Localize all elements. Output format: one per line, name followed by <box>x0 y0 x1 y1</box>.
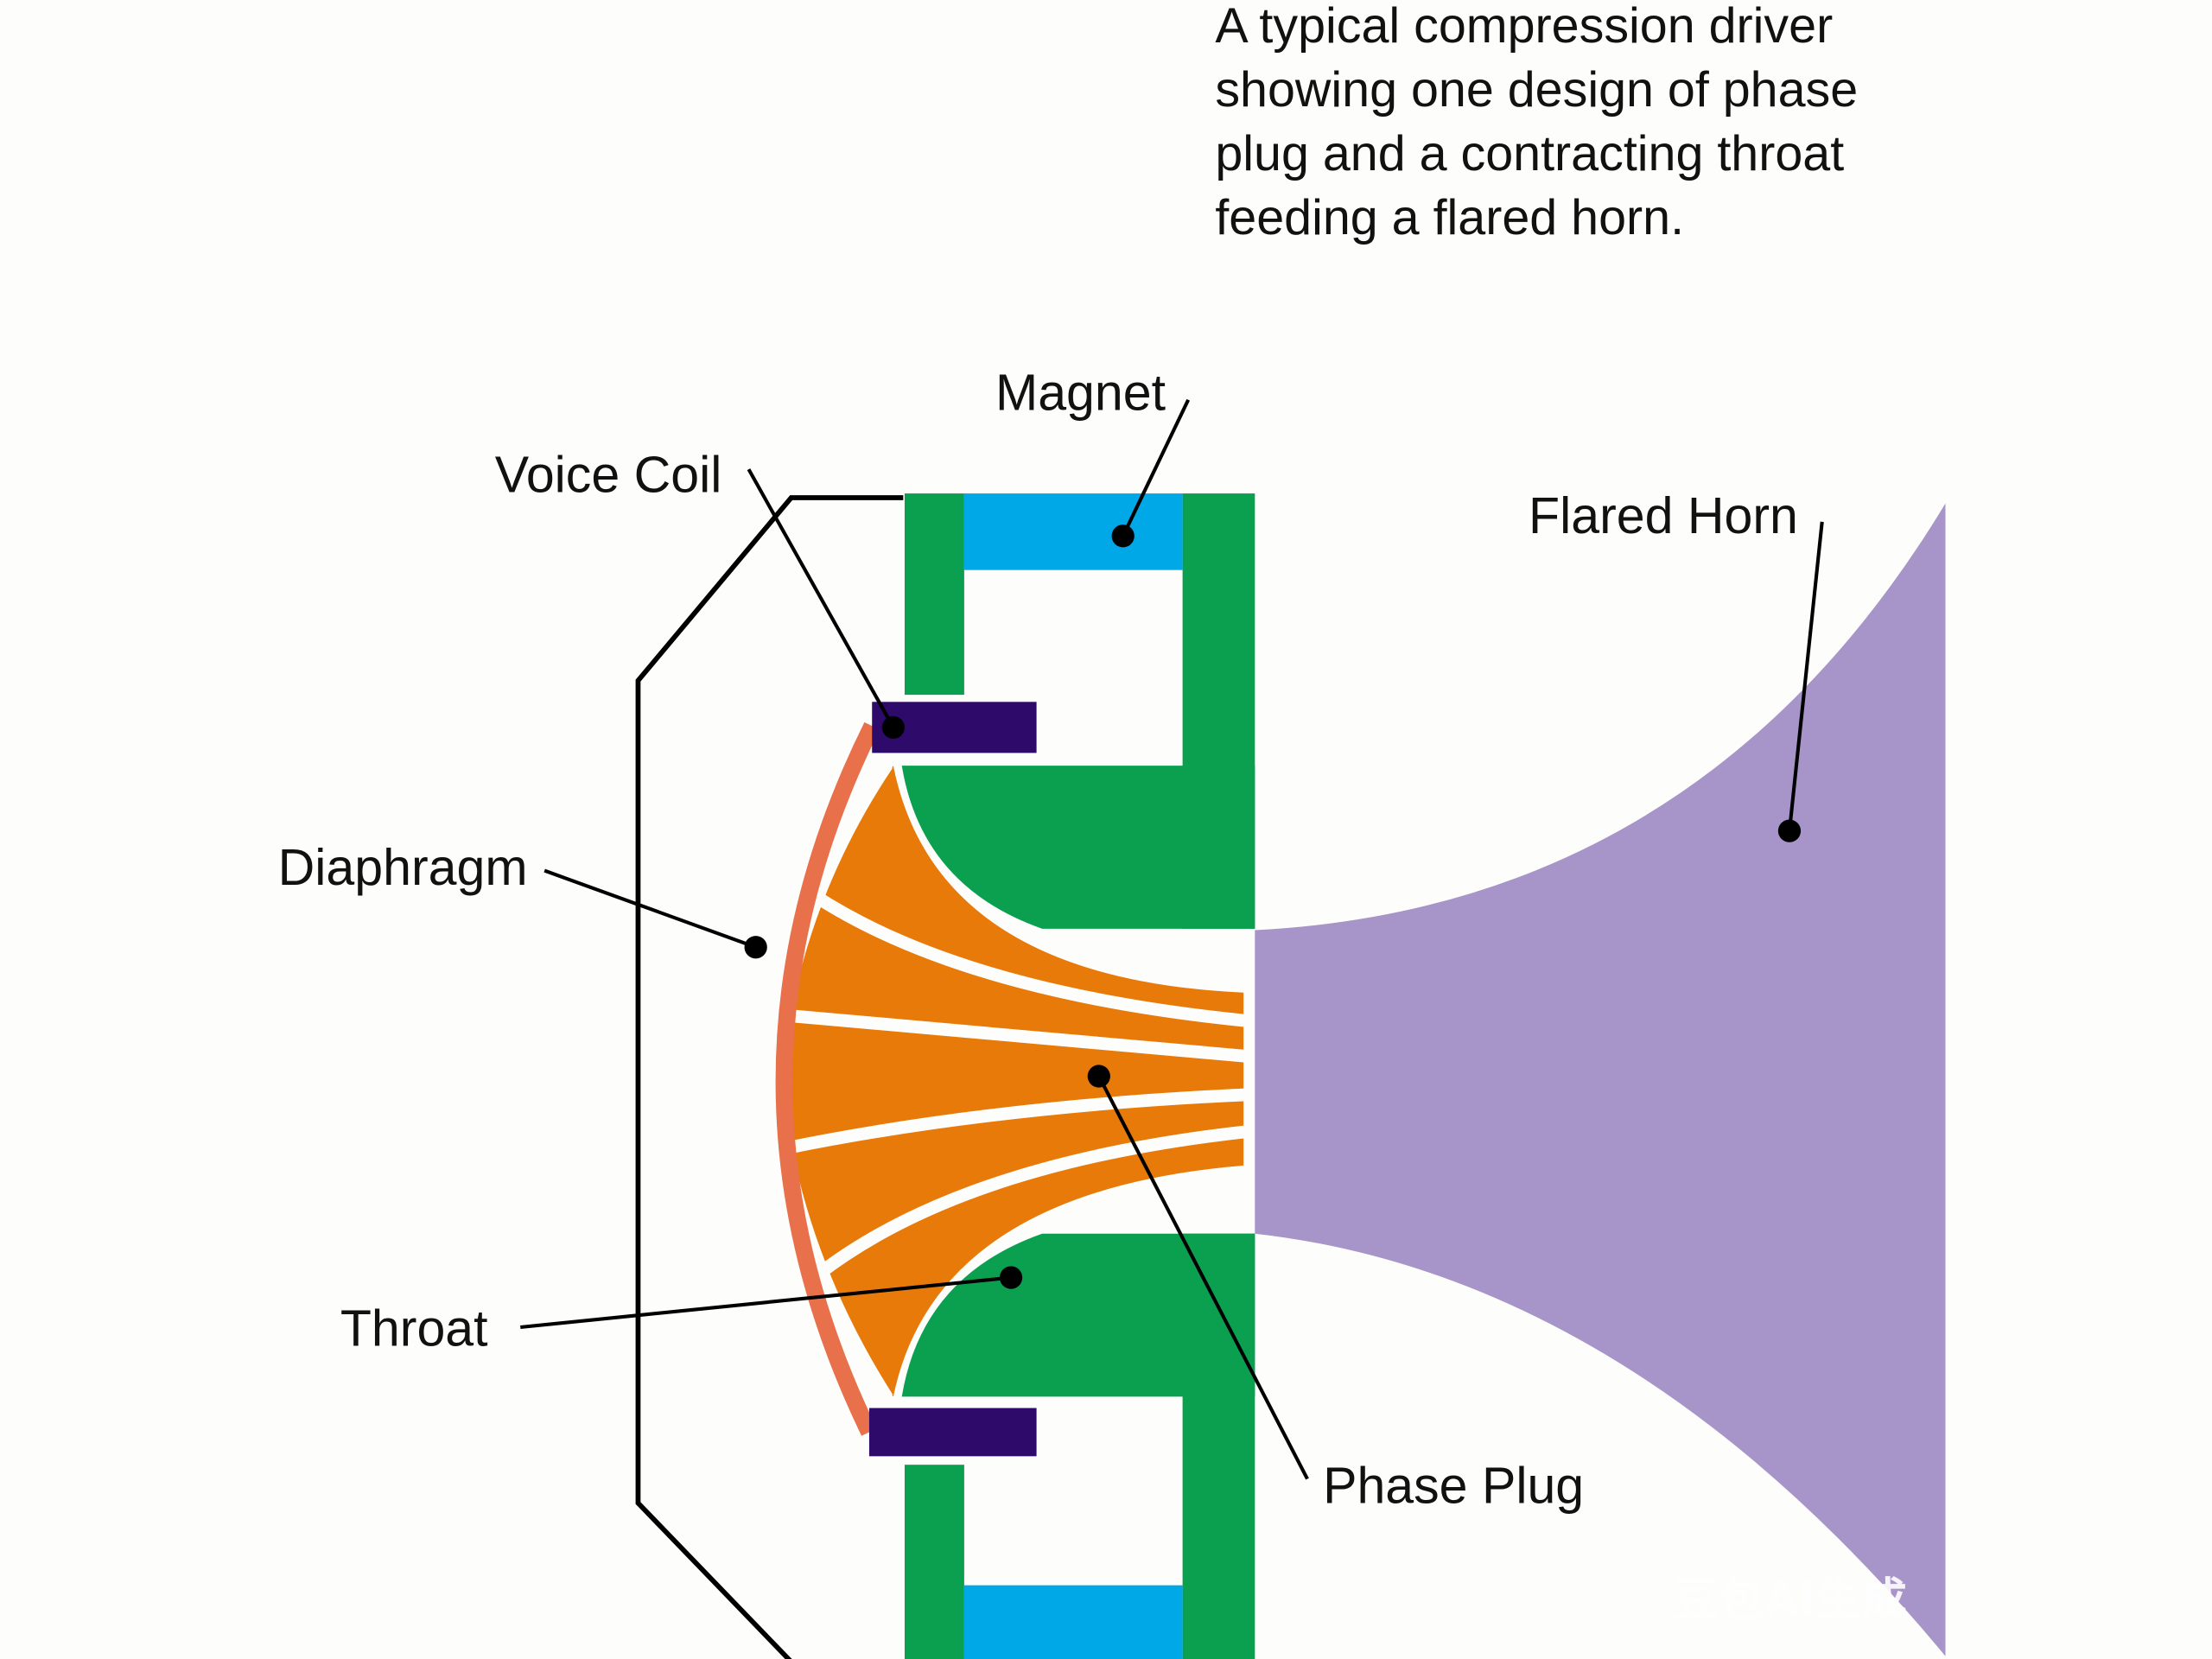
phase-plug <box>772 763 1249 1400</box>
label-magnet: Magnet <box>995 364 1191 548</box>
watermark: 豆包AI生成 <box>1673 1573 1906 1626</box>
label-text: Magnet <box>995 364 1166 421</box>
caption-line: A typical compression driver <box>1215 0 1833 54</box>
label-throat: Throat <box>340 1266 1023 1357</box>
throat-pole-bottom <box>901 1233 1255 1397</box>
magnet-bottom <box>963 1585 1183 1659</box>
bottom-magnet-assembly <box>901 1233 1255 1659</box>
caption: A typical compression driver showing one… <box>1215 0 1858 245</box>
label-diaphragm: Diaphragm <box>278 839 767 959</box>
label-phase-plug: Phase Plug <box>1087 1065 1584 1514</box>
pole-left-bottom <box>904 1465 964 1659</box>
diaphragm <box>775 721 880 1436</box>
pole-left-top <box>904 493 964 696</box>
pointer-dot <box>744 936 767 959</box>
pointer-dot <box>1777 819 1802 842</box>
voice-coil-bottom <box>868 1408 1037 1457</box>
label-text: Flared Horn <box>1529 487 1798 544</box>
caption-line: showing one design of phase <box>1215 62 1858 118</box>
pointer-dot <box>999 1266 1023 1289</box>
pointer-dot <box>881 715 905 739</box>
top-magnet-assembly <box>901 493 1255 929</box>
label-flared-horn: Flared Horn <box>1529 487 1824 842</box>
pointer-dot <box>1087 1065 1110 1088</box>
caption-line: feeding a flared horn. <box>1215 190 1684 245</box>
pointer-dot <box>1111 524 1135 548</box>
label-voice-coil: Voice Coil <box>495 446 905 739</box>
label-text: Voice Coil <box>495 446 722 503</box>
flared-horn <box>1255 503 1946 1656</box>
magnet-top <box>963 493 1183 570</box>
caption-line: plug and a contracting throat <box>1215 126 1844 181</box>
throat-pole-top <box>901 766 1255 929</box>
label-text: Phase Plug <box>1323 1457 1584 1514</box>
label-text: Diaphragm <box>278 839 528 896</box>
label-text: Throat <box>340 1300 488 1357</box>
housing-outline <box>635 495 904 1659</box>
